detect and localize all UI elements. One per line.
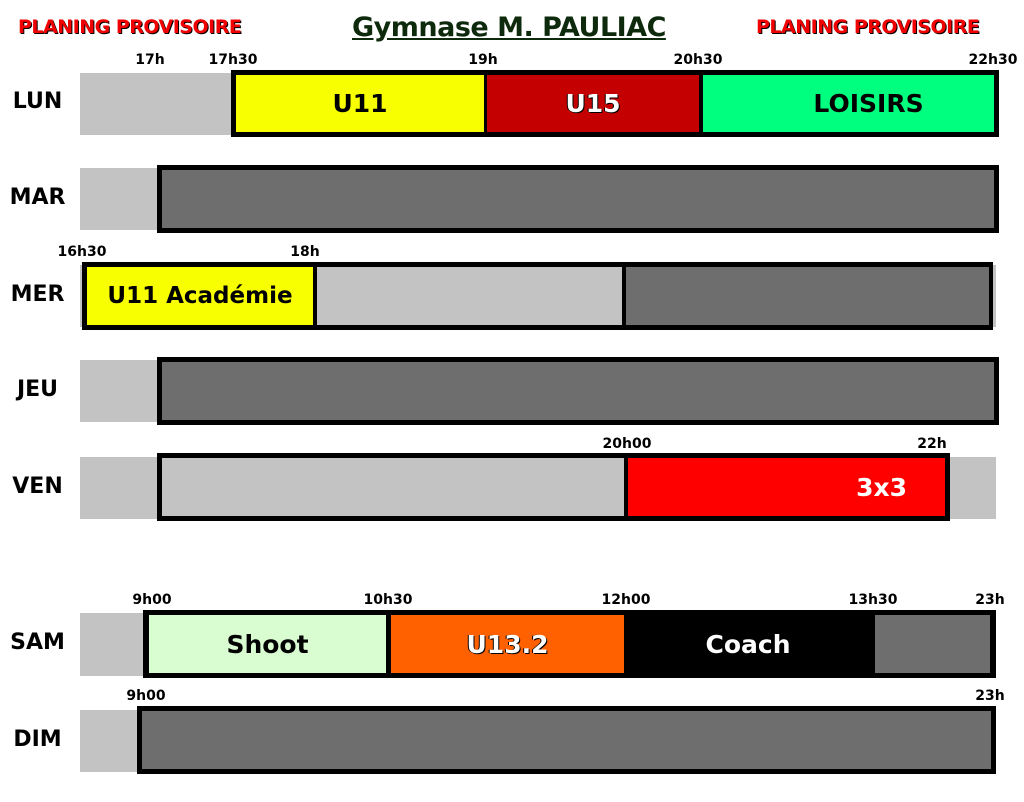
- slot-u15[interactable]: U15: [487, 75, 699, 132]
- time-label: 23h: [975, 688, 1005, 704]
- slot-unassigned[interactable]: [626, 267, 989, 325]
- time-label: 13h30: [848, 592, 898, 608]
- slot-free[interactable]: [317, 267, 622, 325]
- day-bar-dim: [137, 706, 996, 774]
- time-label: 18h: [290, 244, 320, 260]
- day-bar-jeu: [157, 357, 999, 425]
- time-label: 9h00: [126, 688, 166, 704]
- time-label: 17h30: [208, 52, 258, 68]
- time-label: 20h30: [673, 52, 723, 68]
- provisional-warning-right: PLANING PROVISOIRE: [756, 16, 980, 38]
- slot-u13-2[interactable]: U13.2: [391, 615, 624, 673]
- slot-unassigned[interactable]: [162, 170, 994, 228]
- day-bar-mer: U11 Académie: [82, 262, 993, 330]
- time-label: 10h30: [363, 592, 413, 608]
- page-title: Gymnase M. PAULIAC: [352, 12, 666, 43]
- time-label: 12h00: [601, 592, 651, 608]
- slot-u11-academie[interactable]: U11 Académie: [87, 267, 313, 325]
- slot-unassigned[interactable]: [875, 615, 990, 673]
- day-bar-lun: U11 U15 LOISIRS: [231, 70, 999, 137]
- day-bar-ven: 3x3: [157, 453, 950, 521]
- slot-coach[interactable]: Coach: [624, 615, 872, 673]
- time-label: 23h: [975, 592, 1005, 608]
- time-label: 20h00: [602, 436, 652, 452]
- day-label-mar: MAR: [9, 185, 66, 210]
- day-label-ven: VEN: [12, 474, 63, 499]
- slot-3x3[interactable]: 3x3: [628, 458, 945, 516]
- provisional-warning-left: PLANING PROVISOIRE: [18, 16, 242, 38]
- day-label-lun: LUN: [12, 89, 63, 114]
- slot-shoot[interactable]: Shoot: [149, 615, 386, 673]
- slot-unassigned[interactable]: [162, 362, 994, 420]
- day-label-dim: DIM: [13, 727, 62, 752]
- slot-unassigned[interactable]: [142, 711, 991, 769]
- day-bar-sam: Shoot U13.2 Coach: [143, 610, 996, 678]
- day-label-jeu: JEU: [16, 377, 59, 402]
- slot-u11[interactable]: U11: [236, 75, 484, 132]
- day-label-sam: SAM: [10, 630, 65, 655]
- time-label: 9h00: [132, 592, 172, 608]
- slot-loisirs[interactable]: LOISIRS: [703, 75, 994, 132]
- time-label: 17h: [135, 52, 165, 68]
- slot-free[interactable]: [162, 458, 624, 516]
- time-label: 16h30: [57, 244, 107, 260]
- day-label-mer: MER: [10, 282, 65, 307]
- time-label: 22h30: [968, 52, 1018, 68]
- time-label: 22h: [917, 436, 947, 452]
- day-bar-mar: [157, 165, 999, 233]
- time-label: 19h: [468, 52, 498, 68]
